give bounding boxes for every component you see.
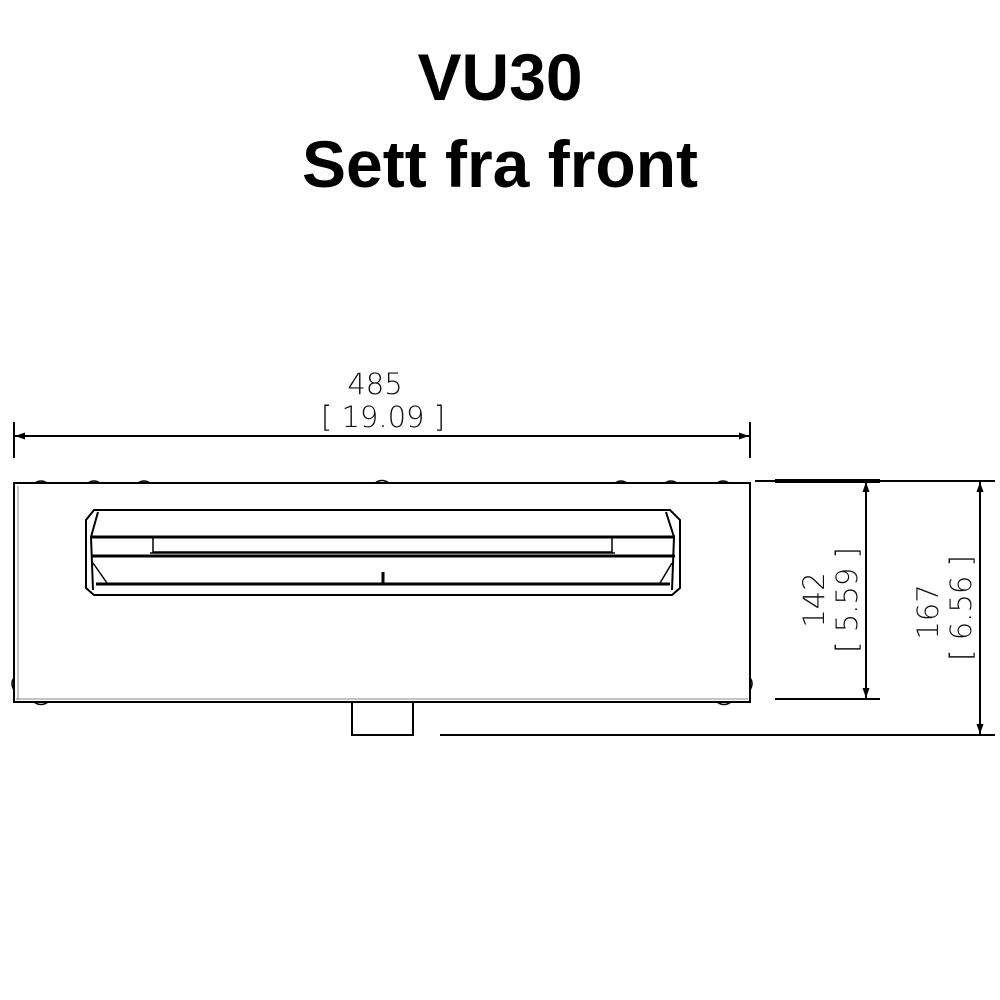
body-height-mm-label: 142 <box>797 572 831 627</box>
model-title: VU30 <box>417 40 583 114</box>
width-mm-label: 485 <box>347 367 402 401</box>
device-body <box>11 479 753 706</box>
burner-slot <box>85 509 681 596</box>
body-height-inch-label: [ 5.59 ] <box>830 547 864 653</box>
device-foot <box>351 702 414 736</box>
total-height-inch-label: [ 6.56 ] <box>944 555 978 661</box>
width-dimension <box>13 422 751 458</box>
height-dimensions <box>440 479 995 736</box>
total-height-mm-label: 167 <box>911 584 945 639</box>
width-inch-label: [ 19.09 ] <box>321 400 445 434</box>
view-subtitle: Sett fra front <box>302 127 698 201</box>
